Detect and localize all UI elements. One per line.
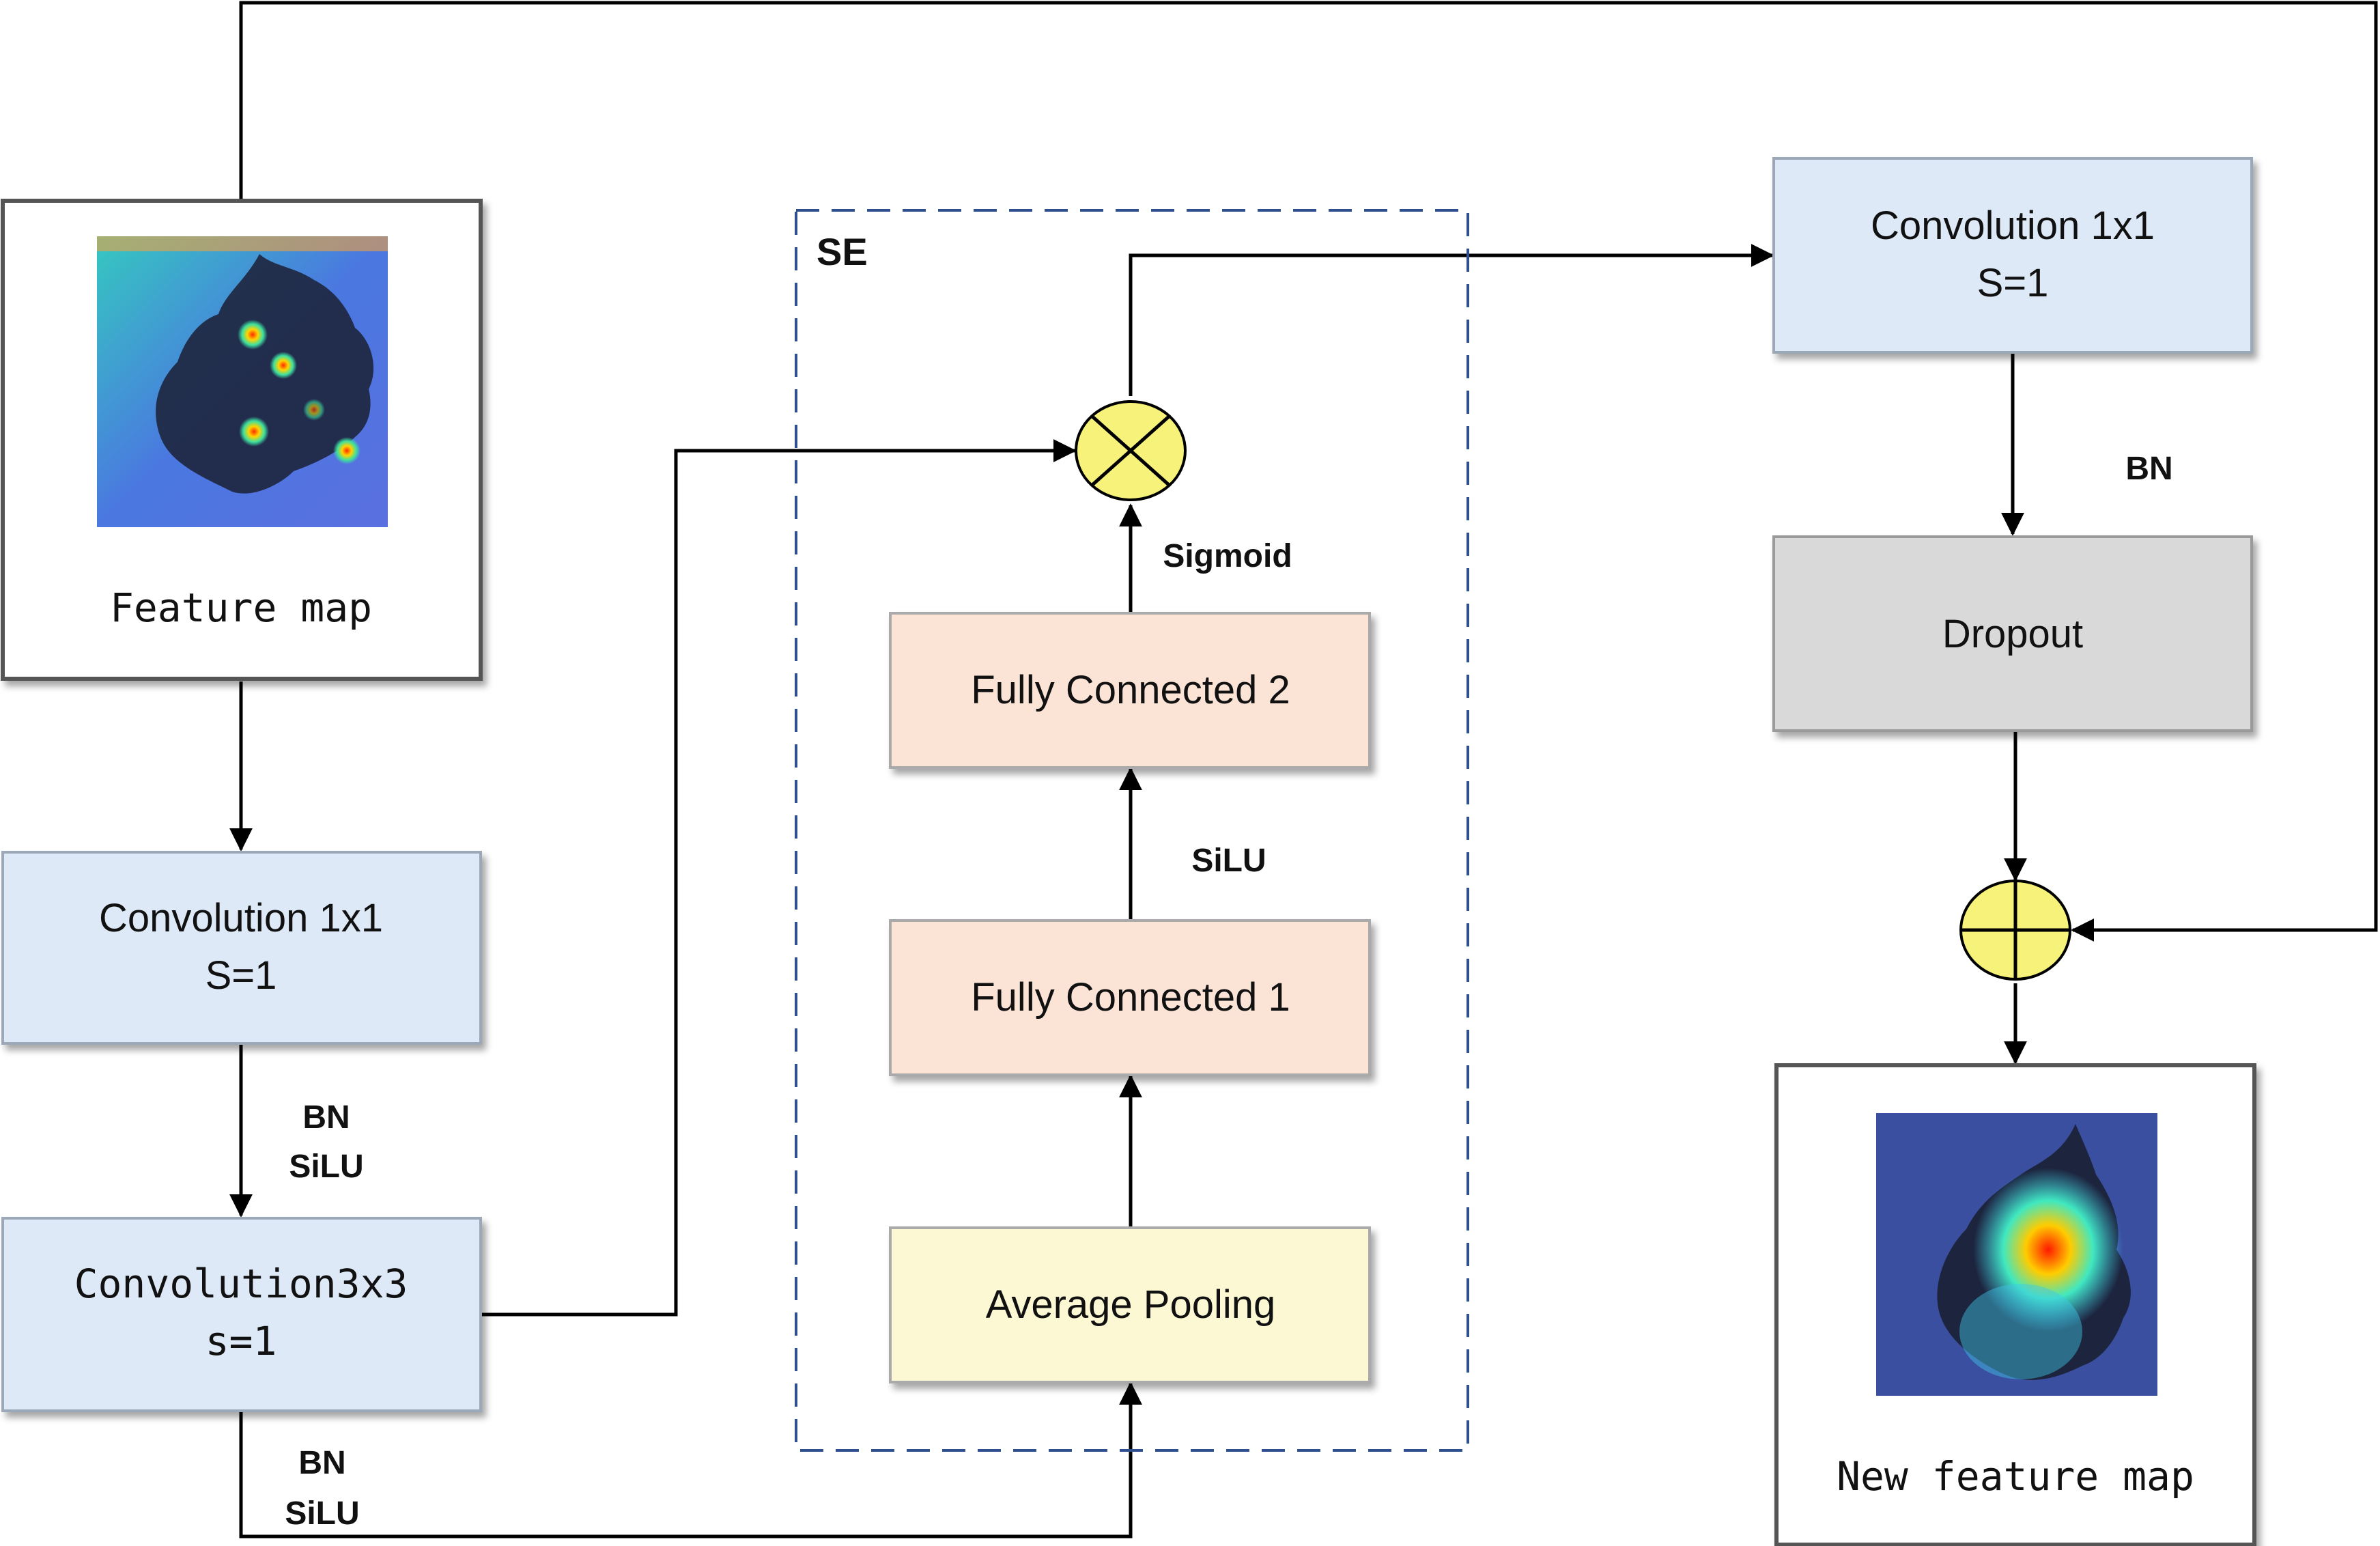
- annotation-bn-1: BN: [302, 1099, 350, 1136]
- se-container: [795, 209, 1469, 1452]
- conv1x1-right-line1: Convolution 1x1: [1871, 203, 2155, 248]
- conv3x3-line1: Convolution3x3: [74, 1261, 408, 1307]
- annotation-bn-right: BN: [2125, 451, 2172, 487]
- conv1x1-line2: S=1: [206, 953, 277, 998]
- conv1x1-line1: Convolution 1x1: [99, 896, 383, 940]
- avg-pooling-label: Average Pooling: [986, 1282, 1276, 1327]
- leaf-shape: [156, 254, 374, 494]
- annotation-silu-2: SiLU: [285, 1495, 359, 1532]
- se-block: SE: [795, 209, 1469, 1452]
- fc1-label: Fully Connected 1: [971, 975, 1290, 1020]
- conv3x3-block: Convolution3x3 s=1: [1, 1217, 482, 1412]
- feature-map-image: [97, 236, 388, 527]
- multiply-operator-icon: [1075, 400, 1187, 501]
- annotation-bn-2: BN: [298, 1445, 345, 1481]
- skip-connection-line: [239, 1, 2378, 942]
- add-operator-icon: [1959, 880, 2071, 981]
- new-feature-map-label: New feature map: [1837, 1453, 2194, 1500]
- arrow-conv3-to-avgpool: [239, 1381, 1142, 1538]
- feature-map-panel: Feature map: [1, 199, 483, 681]
- annotation-sigmoid: Sigmoid: [1163, 538, 1292, 574]
- conv3x3-line2: s=1: [206, 1318, 277, 1364]
- fc2-label: Fully Connected 2: [971, 668, 1290, 712]
- feature-map-label: Feature map: [110, 585, 372, 631]
- new-feature-map-panel: New feature map: [1774, 1063, 2256, 1546]
- connectors: [229, 1, 2378, 1538]
- new-feature-map-image: [1876, 1113, 2157, 1396]
- avg-pooling-block: Average Pooling: [889, 1226, 1371, 1383]
- conv1x1-right-block: Convolution 1x1 S=1: [1772, 157, 2253, 354]
- annotation-silu-se: SiLU: [1191, 843, 1266, 879]
- conv1x1-right-line2: S=1: [1977, 261, 2049, 305]
- arrow-conv3-to-multiply: [482, 439, 1077, 1317]
- dropout-block: Dropout: [1772, 535, 2253, 732]
- conv1x1-block: Convolution 1x1 S=1: [1, 851, 482, 1045]
- fc2-block: Fully Connected 2: [889, 612, 1371, 769]
- arrow-multiply-to-conv-right: [1129, 244, 1774, 396]
- fc1-block: Fully Connected 1: [889, 919, 1371, 1076]
- dropout-label: Dropout: [1942, 612, 2083, 656]
- se-title: SE: [817, 230, 868, 273]
- annotation-silu-1: SiLU: [289, 1149, 363, 1185]
